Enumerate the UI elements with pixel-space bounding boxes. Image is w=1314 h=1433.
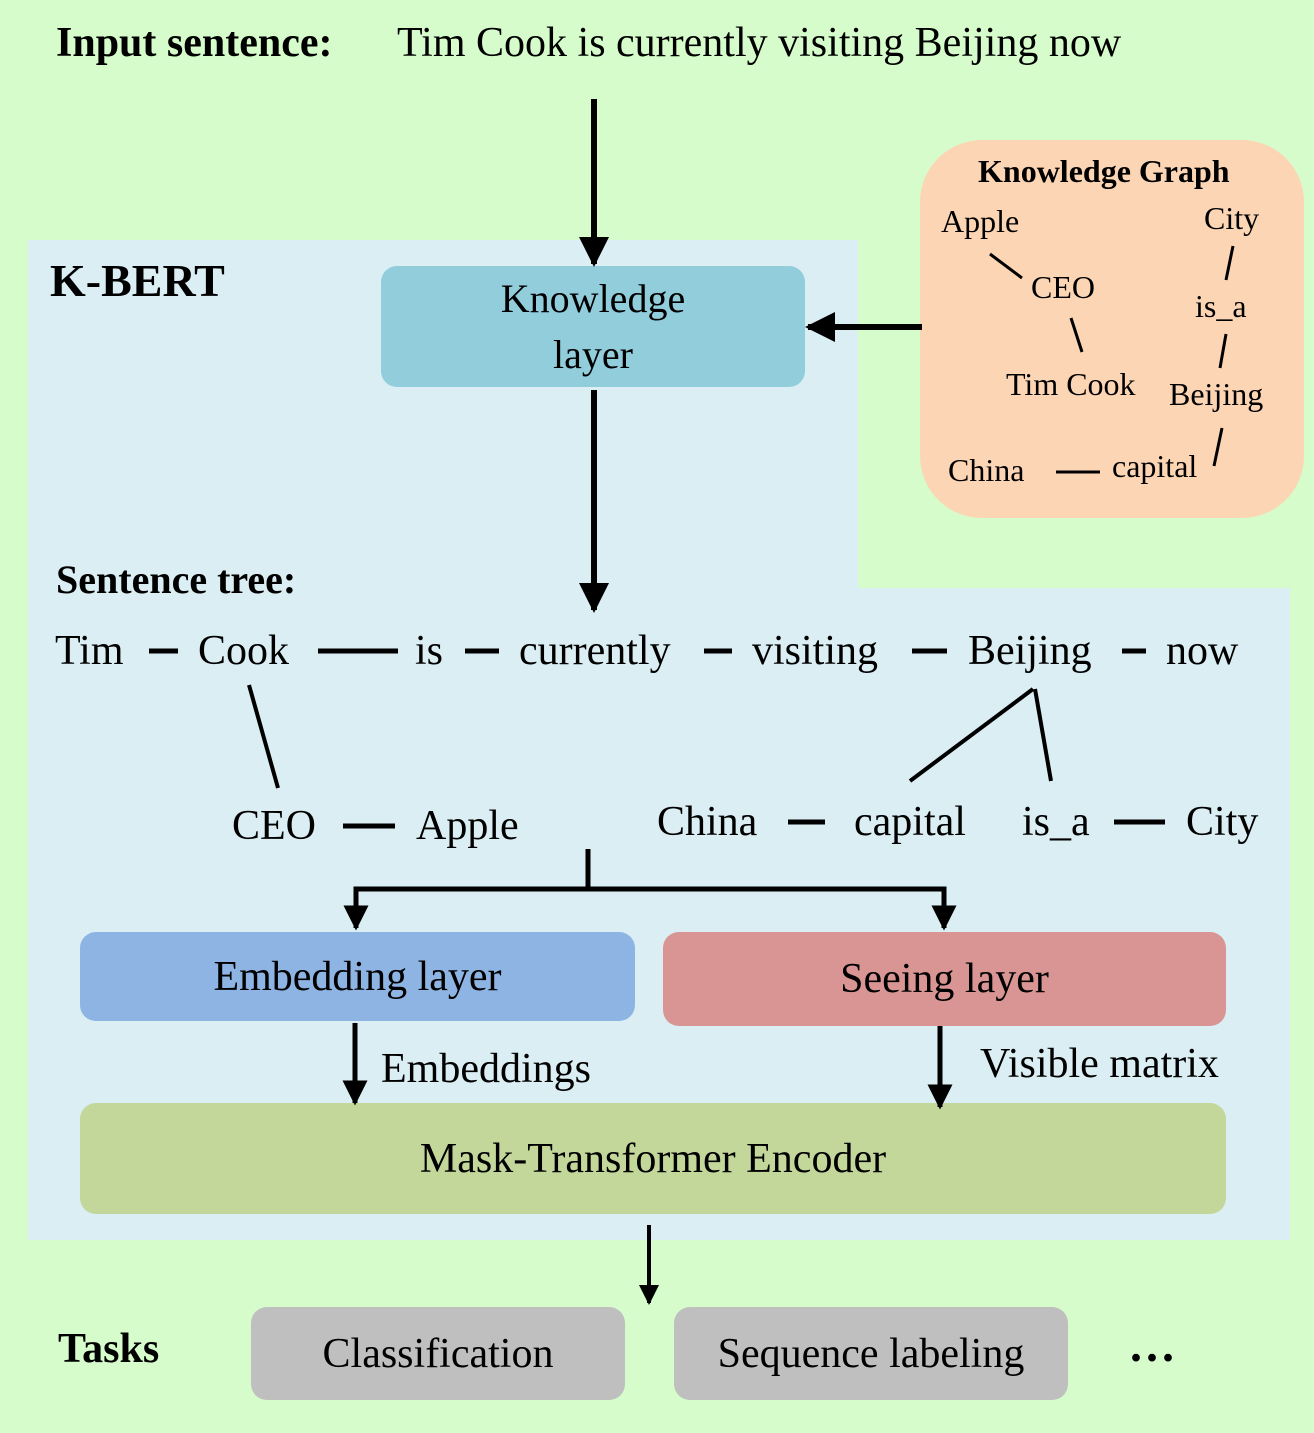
branch-is-a: is_a [1022,799,1090,845]
input-label: Input sentence: [56,20,333,66]
task-sequence-labeling: Sequence labeling [674,1307,1068,1400]
input-sentence: Tim Cook is currently visiting Beijing n… [397,20,1122,66]
token-beijing: Beijing [968,628,1092,674]
kg-edge-beijing-capital [1212,427,1224,467]
branch-apple: Apple [416,803,519,849]
kg-ceo: CEO [1031,269,1095,305]
kg-beijing: Beijing [1169,376,1264,412]
mask-transformer-encoder: Mask-Transformer Encoder [80,1103,1226,1214]
tasks-label: Tasks [58,1326,160,1372]
token-currently: currently [519,628,671,674]
kg-city: City [1204,200,1260,236]
kg-edge-ceo-timcook [1069,317,1084,353]
embedding-layer: Embedding layer [80,932,635,1021]
branch-city: City [1186,799,1259,845]
token-tim: Tim [55,628,124,674]
knowledge-layer-line1: Knowledge [500,276,686,322]
token-now: now [1166,628,1239,674]
seeing-layer: Seeing layer [663,932,1226,1026]
knowledge-graph-title: Knowledge Graph [978,153,1230,189]
branch-ceo: CEO [232,803,316,849]
knowledge-graph-panel [920,140,1304,518]
tasks-more: ... [1130,1319,1178,1372]
arrow-tree-split [343,849,591,931]
token-cook: Cook [198,628,290,674]
token-visiting: visiting [752,628,879,674]
branch-capital: capital [854,799,966,845]
sentence-tree-title: Sentence tree: [56,557,297,602]
knowledge-layer: Knowledge layer [381,266,805,387]
visible-matrix-label: Visible matrix [980,1041,1219,1087]
embeddings-label: Embeddings [381,1046,591,1092]
kg-edge-apple-ceo [989,252,1023,280]
task-classification: Classification [251,1307,625,1400]
kg-tim-cook: Tim Cook [1006,366,1136,402]
tree-edge-beijing-capital [908,687,1035,783]
branch-china: China [657,799,758,845]
kg-capital: capital [1112,448,1198,484]
kbert-title: K-BERT [50,255,225,306]
tree-edge-beijing-isa [1033,688,1053,782]
tree-edge-cook-ceo [247,684,280,789]
kg-china: China [948,452,1025,488]
arrow-tree-split-right [588,886,957,931]
kg-edge-isa-beijing [1218,333,1228,369]
kg-edge-city-isa [1224,245,1235,281]
kg-apple: Apple [941,203,1020,239]
token-is: is [415,628,444,674]
knowledge-layer-line2: layer [553,331,633,377]
kg-is-a: is_a [1195,288,1247,324]
